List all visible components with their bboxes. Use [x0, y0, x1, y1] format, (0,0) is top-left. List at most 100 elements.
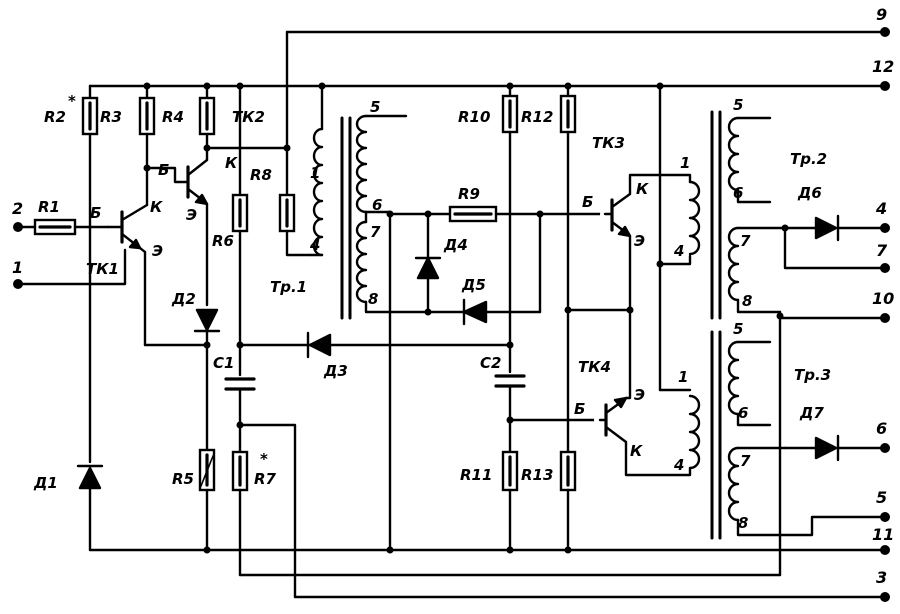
label-tk4-w1: 1: [678, 368, 688, 386]
resistor-r8: [231, 84, 249, 377]
label-d6: Д6: [797, 184, 822, 202]
label-terminal-5: 5: [876, 488, 887, 507]
resistor-r12: [559, 84, 632, 454]
label-d2: Д2: [171, 290, 196, 308]
label-r13: R13: [521, 466, 553, 484]
label-tr1-w4: 4: [309, 236, 320, 254]
label-r12: R12: [521, 108, 553, 126]
label-tr1-w5: 5: [370, 98, 380, 116]
label-tr1-w7: 7: [370, 223, 381, 241]
diode-d1: [76, 464, 104, 552]
resistor-r6: [198, 84, 289, 162]
label-tr2: Тр.2: [790, 150, 827, 168]
label-tk3: ТК3: [592, 134, 625, 152]
centre-tap-feed: [656, 84, 692, 392]
label-r3: R3: [100, 108, 122, 126]
resistor-r10: [501, 84, 519, 374]
label-tk3-w1: 1: [680, 154, 690, 172]
label-tr1-w1: 1: [310, 164, 320, 182]
transistor-tk4: [594, 308, 692, 477]
label-r8: R8: [250, 166, 272, 184]
label-tr1-w8: 8: [368, 290, 378, 308]
label-tk2-b: Б: [158, 161, 169, 179]
label-terminal-11: 11: [872, 525, 894, 544]
label-d4: Д4: [443, 236, 468, 254]
resistor-r2-r3: [81, 84, 99, 464]
label-tr2-w6: 6: [733, 184, 743, 202]
label-r2: R2: [44, 108, 66, 126]
label-tr3-w7: 7: [740, 452, 751, 470]
label-terminal-4: 4: [875, 199, 887, 218]
input-terminal-1: [13, 248, 127, 289]
label-tk4: ТК4: [578, 358, 611, 376]
label-terminal-9: 9: [876, 5, 887, 24]
label-tk1-k: К: [150, 198, 163, 216]
label-r9: R9: [458, 185, 480, 203]
label-tr3: Тр.3: [794, 366, 831, 384]
label-r2-mark: *: [68, 92, 76, 110]
transformer-tr3: [710, 330, 887, 540]
label-tk4-w4: 4: [673, 456, 684, 474]
diode-d5: [462, 212, 542, 326]
diode-d6: [781, 214, 887, 270]
label-c1: C1: [213, 354, 234, 372]
label-d7: Д7: [799, 404, 824, 422]
label-tk3-w4: 4: [673, 242, 684, 260]
label-tk3-b: Б: [582, 193, 593, 211]
label-tr1-w6: 6: [372, 196, 382, 214]
transistor-tk3: [600, 173, 692, 312]
label-tr3-w6: 6: [738, 404, 748, 422]
label-r6: R6: [212, 232, 234, 250]
tr1-tap-bus: [386, 210, 452, 552]
label-d3: Д3: [323, 362, 348, 380]
resistor-r7: [231, 450, 249, 577]
input-terminal-2: [13, 222, 37, 232]
transformer-tr2: [710, 110, 887, 320]
transistor-tk2: [145, 158, 220, 307]
label-r5: R5: [172, 470, 194, 488]
transistor-tk1: [106, 203, 154, 347]
label-c2: C2: [480, 354, 501, 372]
label-r4: R4: [162, 108, 184, 126]
label-tr3-w5: 5: [733, 320, 743, 338]
rail-terminal-9: [285, 30, 887, 152]
label-r10: R10: [458, 108, 490, 126]
label-tk3-e: Э: [634, 232, 645, 250]
resistor-r13: [559, 450, 577, 552]
label-tr1: Тр.1: [270, 278, 307, 296]
label-tk1: ТК1: [86, 260, 119, 278]
output-terminals: [880, 27, 890, 602]
diode-d3: [238, 331, 512, 359]
label-terminal-2: 2: [12, 199, 23, 218]
label-terminal-3: 3: [876, 568, 887, 587]
capacitor-c1: [224, 377, 256, 454]
tk4-winding: [688, 394, 701, 470]
resistor-r4: [138, 84, 156, 207]
resistor-r1: [33, 218, 110, 236]
label-terminal-7: 7: [876, 241, 888, 260]
label-tk4-k: К: [630, 442, 643, 460]
label-terminal-12: 12: [872, 57, 894, 76]
resistor-tr1-feed: [278, 146, 312, 257]
diode-d4: [414, 212, 442, 316]
label-tr2-w7: 7: [740, 232, 751, 250]
label-terminal-6: 6: [876, 419, 887, 438]
junction-dots: [143, 82, 664, 554]
label-r1: R1: [38, 198, 60, 216]
label-tk2-k: К: [225, 154, 238, 172]
diode-d7: [783, 434, 887, 462]
rail-terminal-3: [238, 316, 887, 599]
label-r7: R7: [254, 470, 277, 488]
label-r11: R11: [460, 466, 492, 484]
label-terminal-1: 1: [12, 258, 23, 277]
label-tr2-w8: 8: [742, 292, 752, 310]
label-tk1-e: Э: [152, 242, 163, 260]
label-r7-mark: *: [260, 450, 268, 468]
resistor-r11: [501, 450, 519, 552]
label-tk2: ТК2: [232, 108, 265, 126]
label-tk4-e: Э: [634, 386, 645, 404]
label-tr2-w5: 5: [733, 96, 743, 114]
label-d1: Д1: [33, 474, 58, 492]
label-tr3-w8: 8: [738, 514, 748, 532]
